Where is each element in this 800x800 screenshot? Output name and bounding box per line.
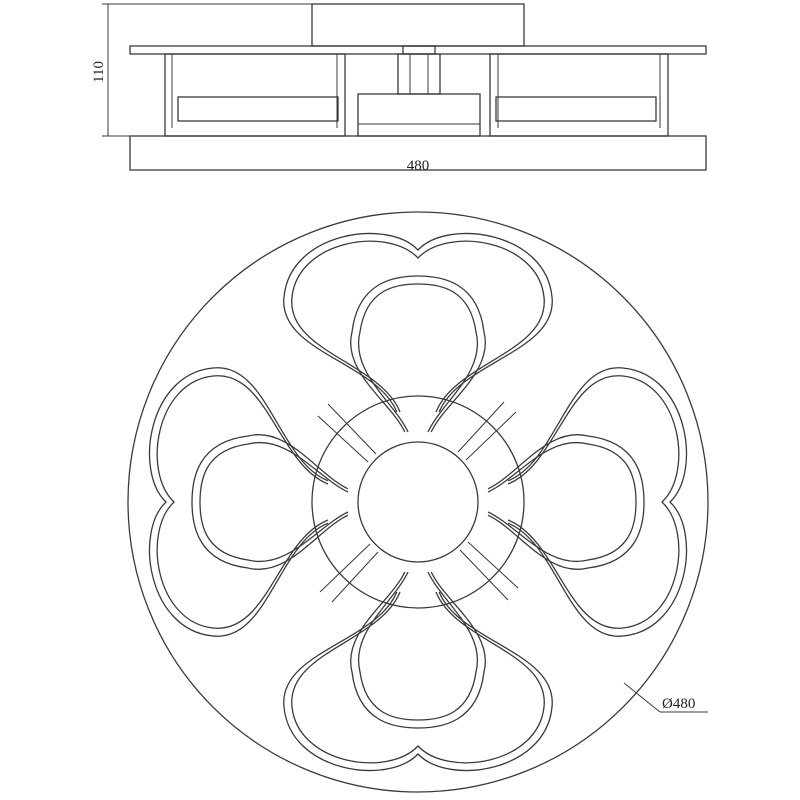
- petal-outer-loop-outer-edge: [507, 367, 688, 637]
- top-plate: [129, 45, 707, 55]
- petal-outer-loop-outer-edge: [148, 367, 329, 637]
- hub-spoke: [319, 543, 379, 603]
- petal-inner-loop-inner-edge: [199, 441, 349, 563]
- hub-spoke: [459, 541, 519, 601]
- base-plate: [129, 135, 707, 171]
- petal-outer-loop-outer-edge: [283, 591, 553, 772]
- hub-stem-top: [402, 45, 436, 55]
- petal-outer-loop-inner-edge: [291, 591, 545, 764]
- petal-bottom: [283, 543, 553, 772]
- canopy: [311, 3, 525, 47]
- petal-right: [459, 367, 688, 637]
- petal-top: [283, 232, 553, 461]
- petal-inner-loop-inner-edge: [357, 283, 479, 433]
- hub-spoke: [317, 403, 377, 463]
- petal-outer-loop-inner-edge: [156, 375, 329, 629]
- petal-outer-loop-inner-edge: [507, 375, 680, 629]
- outer-circle: [127, 211, 709, 793]
- left-arm-frame: [164, 53, 346, 137]
- petal-inner-loop-inner-edge: [487, 441, 637, 563]
- petal-left: [148, 367, 377, 637]
- hub-circle: [357, 441, 479, 563]
- left-light-bar: [177, 96, 339, 122]
- width-dimension-label: 480: [407, 158, 430, 174]
- hub-spoke: [457, 401, 517, 461]
- inner-ring: [311, 395, 525, 609]
- petal-inner-loop-outer-edge: [350, 275, 486, 433]
- petal-outer-loop-inner-edge: [291, 240, 545, 413]
- top-view: Ø480: [127, 211, 709, 793]
- height-dimension-label: 110: [91, 61, 107, 83]
- petal-outer-loop-outer-edge: [283, 232, 553, 413]
- right-light-bar: [495, 96, 657, 122]
- diameter-leader: [623, 682, 661, 713]
- side-view: 110 480: [91, 3, 707, 174]
- petals-group: [148, 232, 688, 772]
- petal-inner-loop-inner-edge: [357, 571, 479, 721]
- diameter-label: Ø480: [662, 696, 695, 712]
- right-arm-frame: [489, 53, 669, 137]
- hub-stem: [397, 53, 441, 95]
- hub-body: [357, 93, 481, 137]
- petal-inner-loop-outer-edge: [487, 434, 645, 570]
- petal-inner-loop-outer-edge: [350, 571, 486, 729]
- petal-inner-loop-outer-edge: [191, 434, 349, 570]
